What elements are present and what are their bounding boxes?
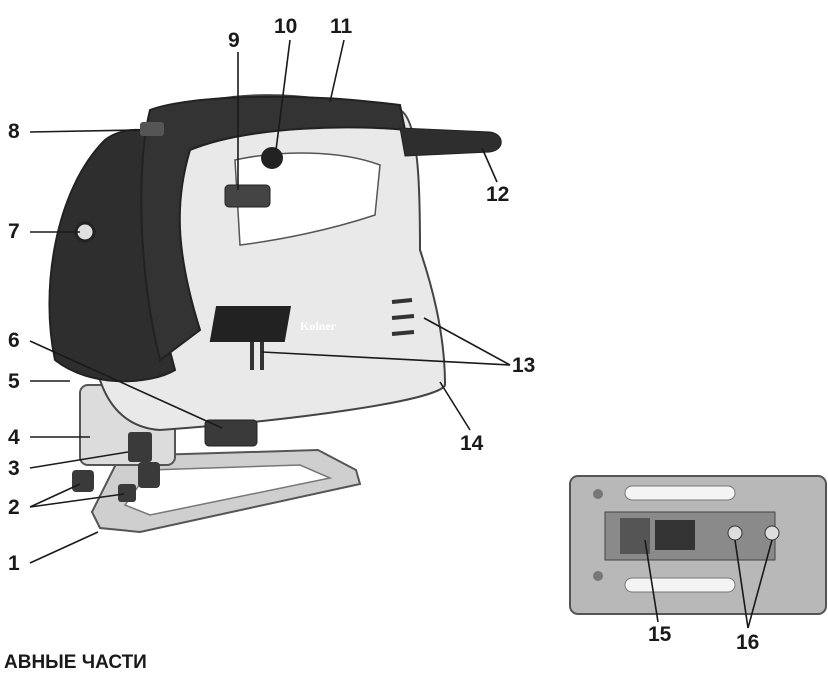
callout-1: 1 (8, 552, 20, 575)
base-slot-upper (624, 485, 736, 501)
blade-holder (655, 520, 695, 550)
trigger-switch (224, 184, 271, 208)
speed-dial (140, 122, 164, 136)
base-slot-lower (624, 577, 736, 593)
callout-6: 6 (8, 329, 20, 352)
callout-16: 16 (736, 631, 760, 654)
section-caption: АВНЫЕ ЧАСТИ (4, 652, 147, 673)
bevel-knob-left (72, 470, 94, 492)
callout-9: 9 (228, 29, 240, 52)
callout-7: 7 (8, 220, 20, 243)
callout-2: 2 (8, 496, 20, 519)
brand-logo: Kolner (300, 319, 337, 333)
leader-lines (29, 39, 773, 629)
roller-guide (620, 518, 650, 554)
cable-protector (399, 127, 502, 157)
callout-3: 3 (8, 457, 20, 480)
screw-left (727, 525, 743, 541)
screw-right (764, 525, 780, 541)
callout-12: 12 (486, 183, 510, 206)
callout-10: 10 (274, 15, 298, 38)
jigsaw-illustration: Kolner (48, 94, 502, 534)
callout-8: 8 (8, 120, 20, 143)
blade-clamp (128, 432, 152, 462)
plate-rivet-top (593, 489, 603, 499)
bevel-knob-right (118, 484, 136, 502)
callout-5: 5 (8, 370, 20, 393)
base-detail-illustration (569, 475, 827, 615)
brand-plate (209, 306, 292, 342)
callout-4: 4 (8, 426, 20, 449)
blade-clamp-knob (138, 462, 160, 488)
callout-11: 11 (330, 15, 353, 38)
plate-rivet-bottom (593, 571, 603, 581)
callout-14: 14 (460, 432, 484, 455)
lock-button (261, 147, 283, 169)
handle-grip (140, 95, 407, 362)
callout-13: 13 (512, 354, 536, 377)
callout-15: 15 (648, 623, 672, 646)
